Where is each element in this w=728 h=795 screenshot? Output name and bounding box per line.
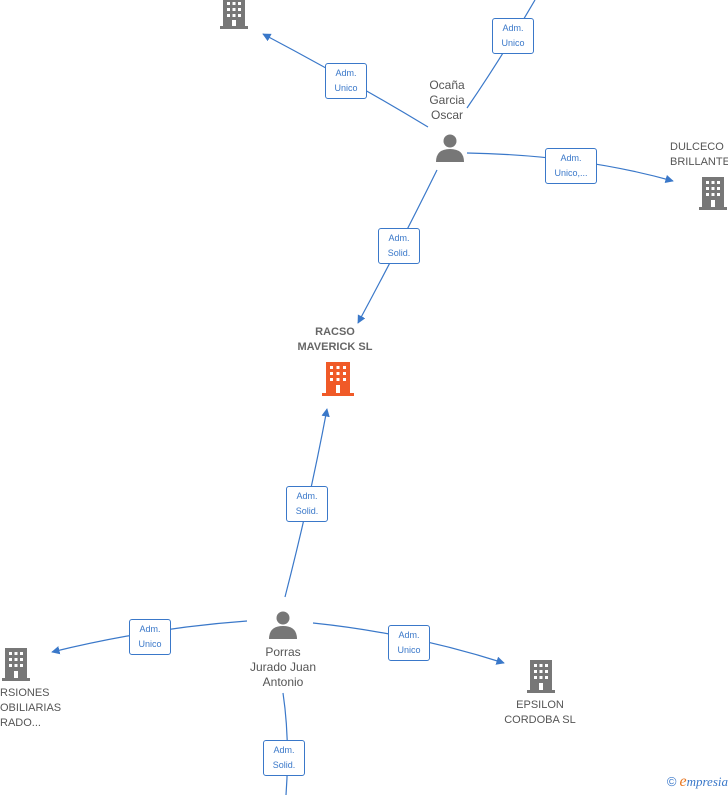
edge-ocana-top-right bbox=[466, 0, 536, 109]
company-dulceco-label[interactable]: DULCECO BRILLANTE bbox=[670, 140, 728, 170]
company-epsilon-label[interactable]: EPSILON CORDOBA SL bbox=[494, 698, 586, 728]
edge-label-ocana-dulceco[interactable]: Adm. Unico,... bbox=[545, 148, 597, 184]
person-ocana[interactable] bbox=[435, 133, 465, 163]
building-icon bbox=[322, 362, 354, 396]
edge-label-line1: Adm. bbox=[273, 745, 295, 755]
edge-label-line1: Adm. bbox=[560, 153, 582, 163]
edge-label-line2: Solid. bbox=[387, 248, 411, 258]
edge-label-line2: Solid. bbox=[295, 506, 319, 516]
company-racso[interactable] bbox=[321, 362, 355, 397]
person-ocana-line1: Ocaña bbox=[429, 78, 465, 92]
edge-label-porras-racso[interactable]: Adm. Solid. bbox=[286, 486, 328, 522]
person-porras-label[interactable]: Porras Jurado Juan Antonio bbox=[240, 645, 326, 690]
brand-watermark: ©empresia bbox=[667, 773, 728, 791]
company-inversiones-line3: RADO... bbox=[0, 717, 41, 729]
person-porras[interactable] bbox=[268, 610, 298, 640]
edge-label-line1: Adm. bbox=[398, 630, 420, 640]
company-inversiones[interactable] bbox=[0, 648, 32, 682]
company-epsilon-line1: EPSILON bbox=[516, 699, 564, 711]
person-porras-line3: Antonio bbox=[262, 675, 304, 689]
brand-logo-e: e bbox=[679, 773, 687, 790]
edge-label-line2: Solid. bbox=[272, 760, 296, 770]
person-ocana-line2: Garcia bbox=[429, 93, 465, 107]
building-icon bbox=[220, 0, 248, 29]
company-inversiones-line2: OBILIARIAS bbox=[0, 702, 62, 714]
building-icon bbox=[527, 660, 555, 693]
edge-label-line1: Adm. bbox=[139, 624, 161, 634]
edge-label-line2: Unico bbox=[138, 639, 162, 649]
company-dulceco-line1: DULCECO bbox=[670, 141, 724, 153]
edge-label-line2: Unico bbox=[334, 83, 358, 93]
building-icon bbox=[699, 177, 727, 210]
company-top-left[interactable] bbox=[218, 0, 250, 30]
edge-label-porras-epsilon[interactable]: Adm. Unico bbox=[388, 625, 430, 661]
person-porras-line2: Jurado Juan bbox=[249, 660, 317, 674]
company-racso-line1: RACSO bbox=[315, 326, 355, 338]
company-racso-label[interactable]: RACSO MAVERICK SL bbox=[280, 325, 390, 355]
company-epsilon-line2: CORDOBA SL bbox=[504, 714, 576, 726]
person-ocana-label[interactable]: Ocaña Garcia Oscar bbox=[414, 78, 480, 123]
edge-label-line1: Adm. bbox=[296, 491, 318, 501]
person-ocana-line3: Oscar bbox=[430, 108, 463, 122]
edge-label-porras-bottom[interactable]: Adm. Solid. bbox=[263, 740, 305, 776]
company-dulceco[interactable] bbox=[697, 177, 728, 211]
company-racso-line2: MAVERICK SL bbox=[297, 341, 373, 353]
edge-label-ocana-top-right[interactable]: Adm. Unico bbox=[492, 18, 534, 54]
brand-name: mpresia bbox=[686, 774, 728, 789]
edge-label-line2: Unico,... bbox=[554, 168, 588, 178]
building-icon bbox=[2, 648, 30, 681]
company-dulceco-line2: BRILLANTE bbox=[670, 156, 728, 168]
company-inversiones-label[interactable]: RSIONES OBILIARIAS RADO... bbox=[0, 686, 61, 731]
copyright-symbol: © bbox=[666, 774, 677, 789]
person-icon bbox=[269, 611, 297, 639]
edge-label-porras-inversiones[interactable]: Adm. Unico bbox=[129, 619, 171, 655]
edge-label-line1: Adm. bbox=[388, 233, 410, 243]
edge-label-line1: Adm. bbox=[502, 23, 524, 33]
edge-label-ocana-top-left[interactable]: Adm. Unico bbox=[325, 63, 367, 99]
company-epsilon[interactable] bbox=[525, 660, 557, 694]
person-icon bbox=[436, 134, 464, 162]
person-porras-line1: Porras bbox=[265, 645, 301, 659]
edge-label-line2: Unico bbox=[397, 645, 421, 655]
edge-label-line2: Unico bbox=[501, 38, 525, 48]
company-inversiones-line1: RSIONES bbox=[0, 687, 50, 699]
edge-label-ocana-racso[interactable]: Adm. Solid. bbox=[378, 228, 420, 264]
edge-label-line1: Adm. bbox=[335, 68, 357, 78]
